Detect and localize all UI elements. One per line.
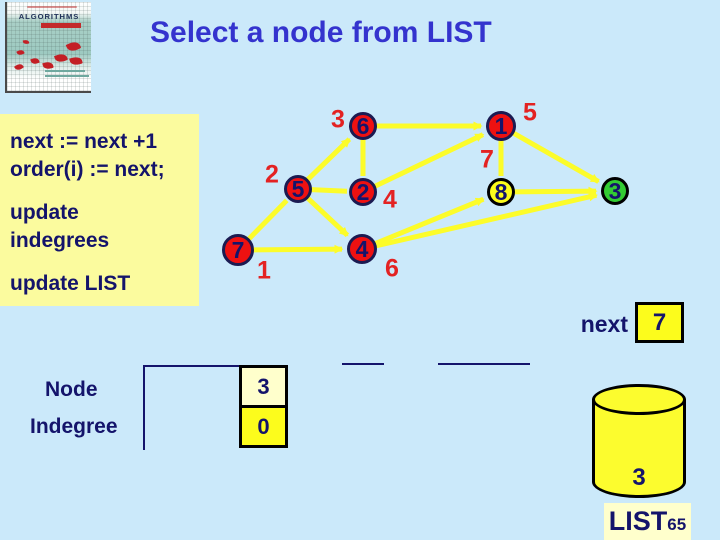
bird-shape [65, 39, 82, 54]
code-line: update LIST [10, 272, 131, 295]
next-label: next [580, 311, 628, 337]
graph-node-5: 5 [284, 175, 312, 203]
graph-node-8: 8 [487, 178, 515, 206]
pseudocode-box: next := next +1 order(i) := next; update in… [0, 114, 199, 306]
graph-node-2: 2 [349, 178, 377, 206]
graph-node-1: 1 [486, 111, 516, 141]
order-label-node-5: 2 [265, 160, 279, 189]
order-label-node-6: 3 [331, 105, 345, 134]
code-gap [10, 255, 199, 270]
slide-title: Select a node from LIST [150, 16, 492, 49]
graph-edge-5-4 [304, 194, 350, 238]
book-title: ALGORITHMS [18, 12, 80, 21]
graph-node-3: 3 [601, 177, 629, 205]
indegree-value-cell: 0 [239, 405, 288, 448]
order-label-node-2: 4 [383, 185, 397, 214]
graph-node-4: 4 [347, 234, 377, 264]
bird-shape [14, 62, 24, 72]
book-author-line [45, 75, 89, 77]
code-line: next := next +1 [10, 130, 158, 153]
indegree-table-cells: 3 0 [239, 365, 288, 448]
bird-shape [16, 48, 25, 57]
next-value-box: 7 [635, 302, 684, 343]
code-line: update [10, 201, 79, 224]
graph-edge-7-4 [250, 244, 344, 254]
code-line: indegrees [10, 229, 110, 252]
list-top-value: 3 [632, 464, 646, 491]
order-label-node-7: 1 [257, 256, 271, 285]
graph-edge-4-3 [373, 192, 598, 249]
book-script-line [27, 6, 77, 8]
graph-edge-7-5 [245, 198, 289, 243]
bird-shape [42, 60, 54, 71]
bird-shape [30, 56, 40, 66]
page-number: 65 [667, 515, 687, 534]
graph-edge-1-3 [510, 129, 600, 184]
graph-edge-5-6 [304, 137, 352, 184]
graph-edge-5-2 [308, 187, 348, 194]
list-label-box: LIST 65 [604, 503, 691, 540]
list-label: LIST [608, 506, 668, 536]
order-label-node-1: 5 [523, 98, 537, 127]
list-cylinder-body [592, 399, 686, 498]
graph-edge-8-3 [511, 186, 598, 196]
graph-node-7: 7 [222, 234, 254, 266]
code-line: order(i) := next; [10, 158, 165, 181]
table-frame-left-line [143, 365, 145, 450]
algorithms-book-cover-image: ALGORITHMS [5, 2, 91, 93]
book-author-line [45, 70, 85, 72]
table-frame-top-line [143, 365, 240, 367]
graph-node-6: 6 [349, 112, 377, 140]
table-line-segment [438, 363, 530, 365]
next-value: 7 [652, 308, 667, 336]
order-label-node-4: 6 [385, 254, 399, 283]
table-line-segment [342, 363, 384, 365]
list-cylinder-top [592, 384, 686, 415]
book-red-bar [41, 23, 81, 28]
indegree-row-label: Indegree [30, 415, 118, 438]
bird-shape [22, 39, 30, 45]
node-value-cell: 3 [239, 365, 288, 408]
bird-shape [69, 55, 83, 67]
graph-edge-2-1 [371, 132, 485, 190]
list-cylinder: 3 [592, 384, 686, 498]
order-label-node-8: 7 [480, 145, 494, 174]
bird-shape [53, 52, 69, 64]
node-row-label: Node [45, 378, 98, 401]
code-gap [10, 184, 199, 199]
